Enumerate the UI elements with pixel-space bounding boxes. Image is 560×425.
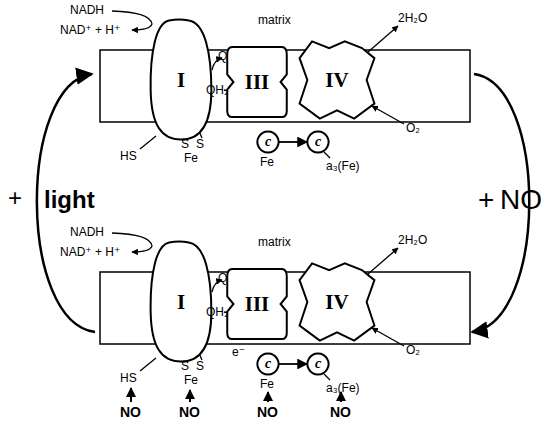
substrate-label: O₂ — [406, 122, 420, 134]
complex-number: IV — [325, 68, 348, 93]
thiol-label: HS — [120, 150, 137, 162]
complex-number: IV — [325, 290, 348, 315]
complex-iii: III — [226, 44, 288, 120]
product-label: 2H₂O — [398, 12, 427, 24]
complex-number: III — [245, 292, 270, 317]
complex-iv: IV — [298, 260, 376, 344]
quinone-label: Q — [218, 272, 227, 284]
water-arrow — [368, 248, 398, 274]
complex-iii: III — [226, 266, 288, 342]
heme-stem — [324, 152, 330, 158]
iron-label: Fe — [184, 374, 198, 386]
cytochrome-label: c — [265, 356, 271, 372]
condition-label: light — [44, 188, 95, 212]
cytochrome-label: c — [315, 134, 321, 150]
complex-iv: IV — [298, 38, 376, 122]
cytochrome-label: c — [265, 134, 271, 150]
cytochrome-label: c — [315, 356, 321, 372]
complex-i: I — [148, 240, 214, 364]
metabolite-label: NADH — [70, 4, 104, 16]
product-label: 2H₂O — [398, 234, 427, 246]
complex-i: I — [148, 18, 214, 142]
sulfur-label: S — [196, 138, 204, 150]
plus-sign: + — [478, 186, 494, 214]
condition-label: NO — [500, 186, 542, 214]
electron-transfer-arrow — [279, 141, 307, 143]
quinone-label: QH₂ — [206, 306, 229, 318]
heme-label: a₃(Fe) — [326, 160, 360, 172]
metabolite-label: NAD⁺ + H⁺ — [60, 246, 120, 258]
complex-number: I — [177, 68, 185, 93]
sulfur-label: S — [196, 360, 204, 372]
heme-label: a₃(Fe) — [326, 382, 360, 394]
heme-stem — [324, 374, 330, 380]
no-arrow — [189, 390, 191, 402]
oxygen-arrow — [372, 328, 404, 346]
thiol-label: HS — [120, 372, 137, 384]
compartment-label: matrix — [258, 236, 291, 248]
compartment-label: matrix — [258, 14, 291, 26]
sulfur-label: S — [181, 138, 189, 150]
no-arrow — [267, 392, 269, 402]
nitric-oxide-label: NO — [179, 405, 200, 419]
cytochrome-c: c — [307, 353, 329, 375]
no-arrow — [130, 388, 132, 402]
thiol-stem — [140, 358, 156, 371]
thiol-stem — [140, 136, 156, 149]
plus-sign: + — [8, 186, 22, 210]
nitric-oxide-label: NO — [330, 405, 351, 419]
electron-label: e⁻ — [232, 346, 245, 358]
quinone-label: Q — [218, 50, 227, 62]
cytochrome-c: c — [307, 131, 329, 153]
nitric-oxide-label: NO — [257, 405, 278, 419]
oxygen-arrow — [372, 106, 404, 124]
substrate-label: O₂ — [406, 344, 420, 356]
cytochrome-c: c — [257, 131, 279, 153]
cycle-arrow — [37, 74, 95, 332]
complex-number: III — [245, 70, 270, 95]
quinone-label: QH₂ — [206, 84, 229, 96]
water-arrow — [368, 26, 398, 52]
sulfur-label: S — [181, 360, 189, 372]
metabolite-label: NAD⁺ + H⁺ — [60, 24, 120, 36]
iron-label: Fe — [260, 378, 274, 390]
iron-label: Fe — [260, 156, 274, 168]
nitric-oxide-label: NO — [120, 405, 141, 419]
iron-label: Fe — [184, 152, 198, 164]
metabolite-label: NADH — [70, 226, 104, 238]
cytochrome-c: c — [257, 353, 279, 375]
electron-transfer-arrow — [279, 363, 307, 365]
complex-number: I — [177, 290, 185, 315]
